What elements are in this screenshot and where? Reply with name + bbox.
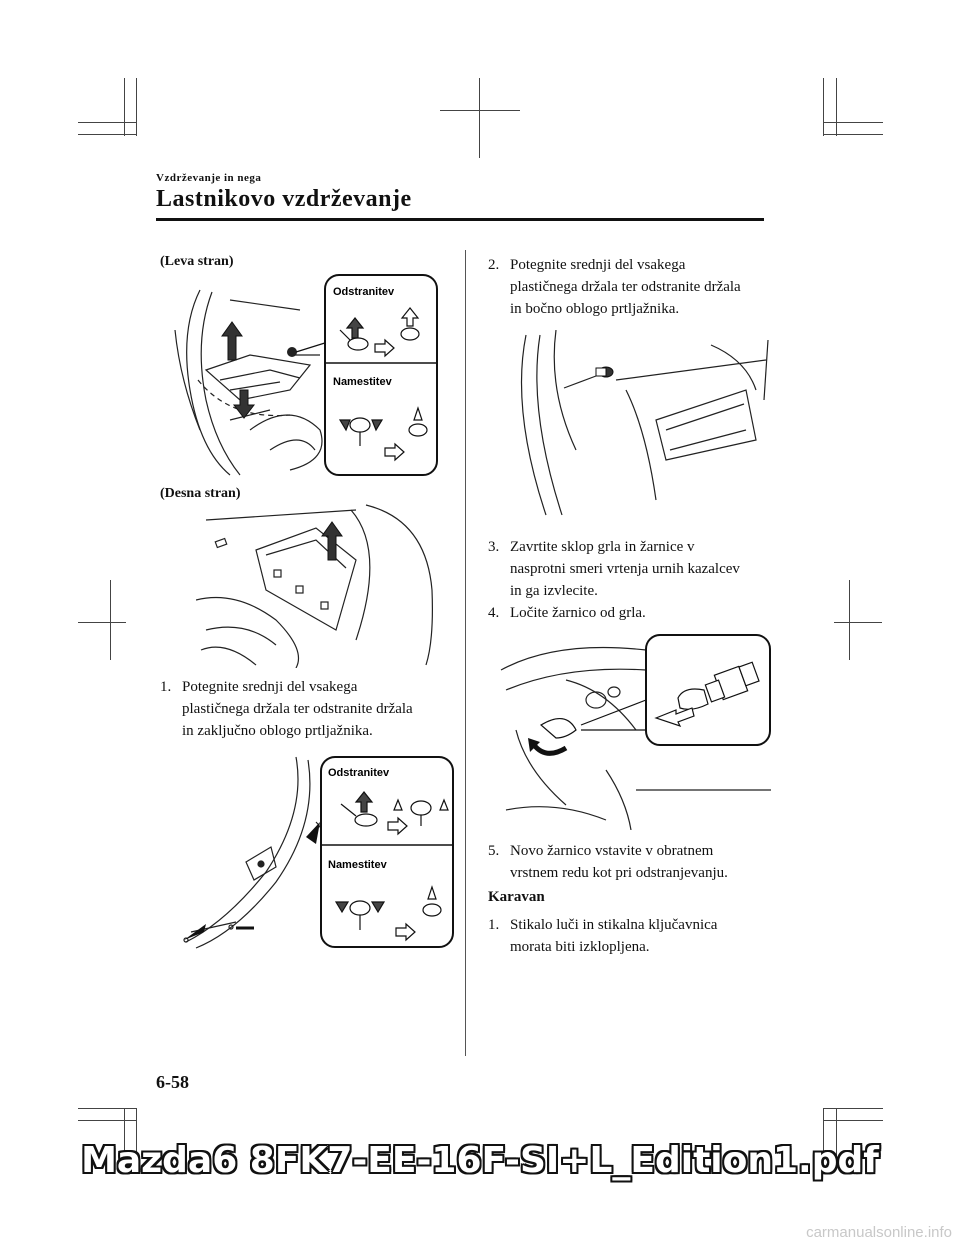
step-4-line-1: Ločite žarnico od grla. <box>510 605 646 621</box>
inset-install-label-1: Namestitev <box>333 376 393 388</box>
inset-install-label-2: Namestitev <box>328 859 388 871</box>
step-1-line-3: in zaključno oblogo prtljažnika. <box>182 723 373 739</box>
figure-right-side-trunk <box>196 504 433 668</box>
step-1-line-1: Potegnite srednji del vsakega <box>182 679 358 695</box>
footer-filename: Mazda6 8FK7-EE-16F-SI+L_Edition1.pdf <box>81 1140 879 1181</box>
step-k1-line-2: morata biti izklopljena. <box>510 939 650 955</box>
figure-left-side-trunk: Odstranitev Namestitev <box>174 274 438 476</box>
step-4: 4. Ločite žarnico od grla. <box>488 602 778 624</box>
page-number: 6-58 <box>156 1072 189 1092</box>
step-1-left: 1. Potegnite srednji del vsakega plastič… <box>160 676 450 742</box>
caption-right-side: (Desna stran) <box>160 486 241 501</box>
step-k1: 1. Stikalo luči in stikalna ključavnica … <box>488 914 778 958</box>
figure-trunk-end-trim: Odstranitev Namestitev <box>183 756 454 949</box>
figure-bulb-socket <box>500 634 771 830</box>
step-3-number: 3. <box>488 539 500 555</box>
step-5: 5. Novo žarnico vstavite v obratnem vrst… <box>488 840 778 884</box>
header-rule <box>156 218 764 221</box>
step-2-line-1: Potegnite srednji del vsakega <box>510 257 686 273</box>
step-3-line-1: Zavrtite sklop grla in žarnice v <box>510 539 695 555</box>
section-label: Vzdrževanje in nega <box>156 172 262 184</box>
step-1-number: 1. <box>160 679 172 695</box>
step-5-line-1: Novo žarnico vstavite v obratnem <box>510 843 714 859</box>
caption-left-side: (Leva stran) <box>160 254 234 269</box>
step-2-line-2: plastičnega držala ter odstranite držala <box>510 279 741 295</box>
step-2: 2. Potegnite srednji del vsakega plastič… <box>488 254 778 320</box>
inset-remove-label-1: Odstranitev <box>333 286 395 298</box>
figure-side-trim <box>520 330 769 516</box>
step-k1-number: 1. <box>488 917 500 933</box>
chapter-title: Lastnikovo vzdrževanje <box>156 186 412 212</box>
step-3-line-2: nasprotni smeri vrtenja urnih kazalcev <box>510 561 740 577</box>
subheading-karavan: Karavan <box>488 889 545 905</box>
step-2-line-3: in bočno oblogo prtljažnika. <box>510 301 680 317</box>
column-divider <box>465 250 466 1056</box>
step-4-number: 4. <box>488 605 500 621</box>
watermark: carmanualsonline.info <box>806 1224 952 1241</box>
step-5-number: 5. <box>488 843 500 859</box>
step-3-line-3: in ga izvlecite. <box>510 583 598 599</box>
step-1-line-2: plastičnega držala ter odstranite držala <box>182 701 413 717</box>
step-k1-line-1: Stikalo luči in stikalna ključavnica <box>510 917 718 933</box>
step-2-number: 2. <box>488 257 500 273</box>
inset-remove-label-2: Odstranitev <box>328 767 390 779</box>
step-3: 3. Zavrtite sklop grla in žarnice v nasp… <box>488 536 778 602</box>
step-5-line-2: vrstnem redu kot pri odstranjevanju. <box>510 865 728 881</box>
